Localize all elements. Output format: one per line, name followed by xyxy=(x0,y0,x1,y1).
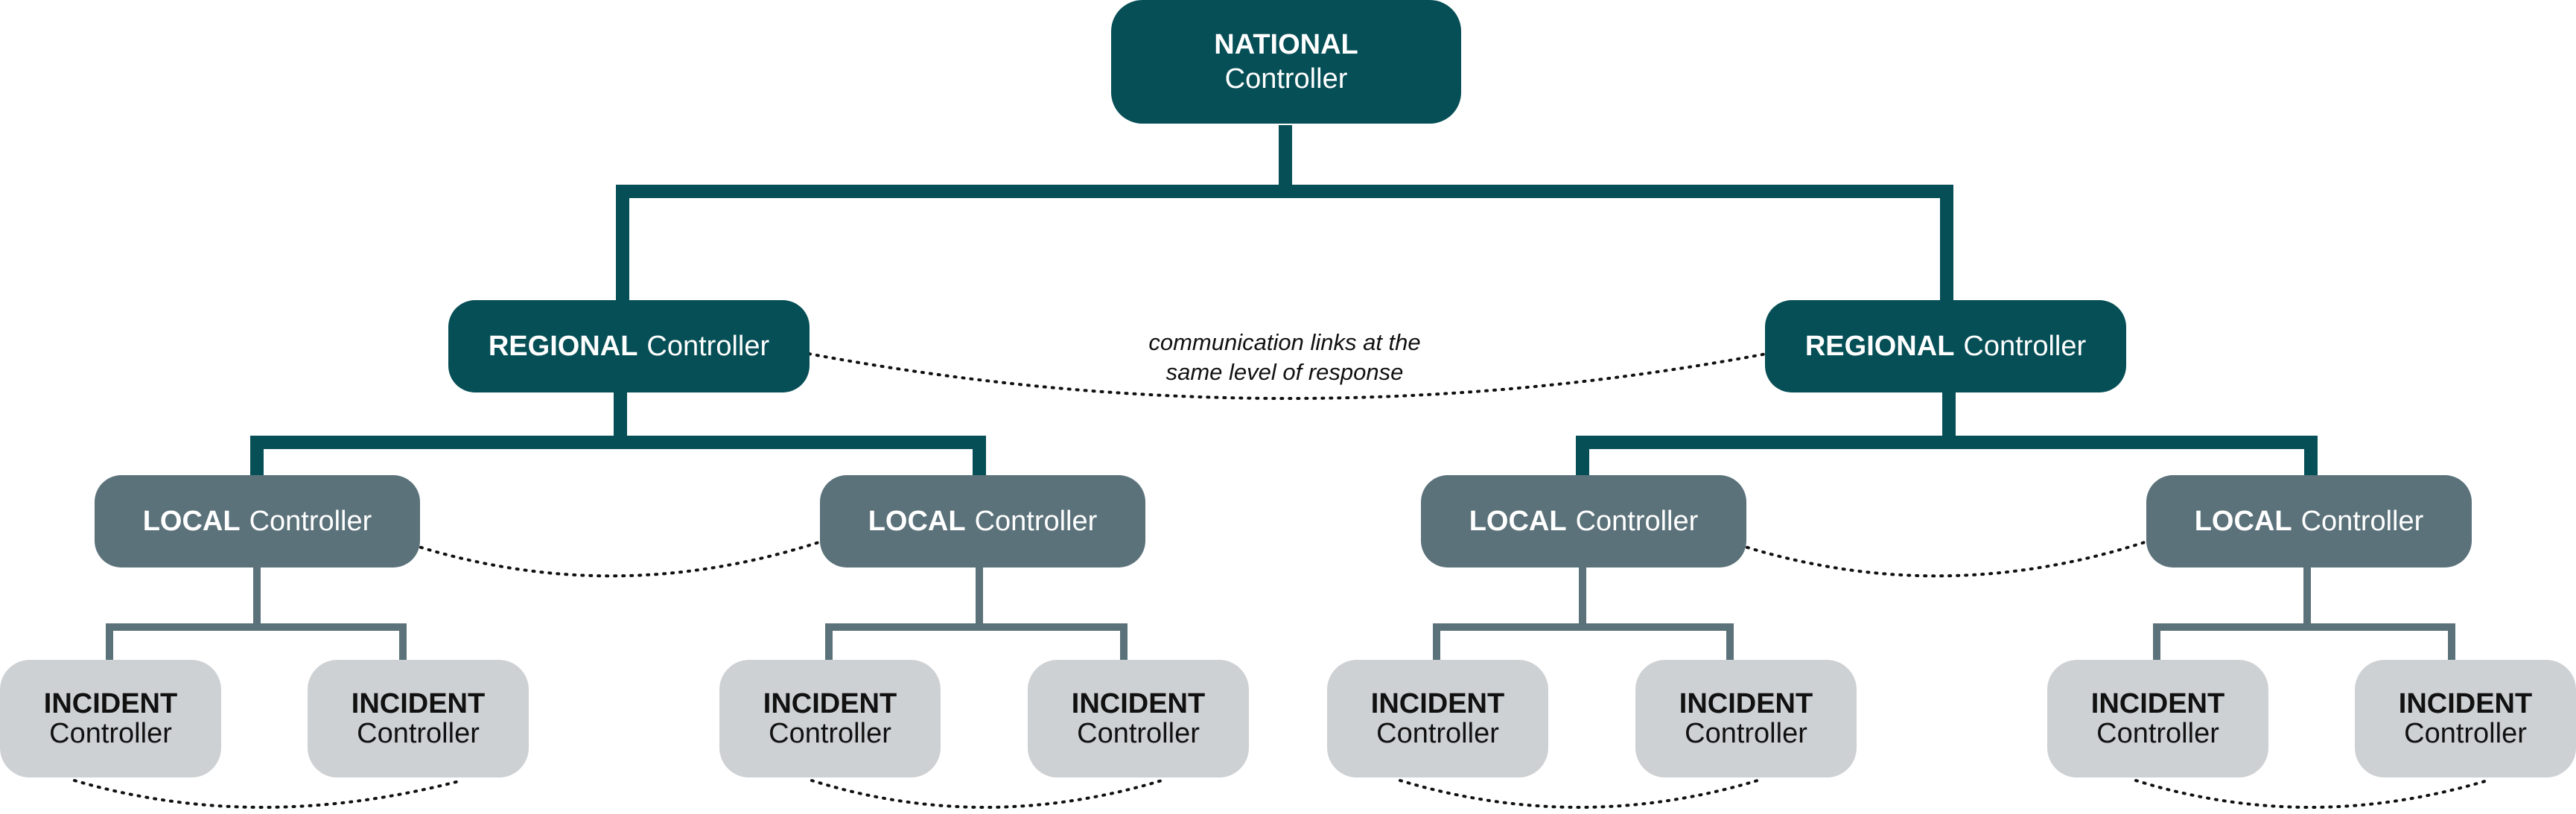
incident-comm-link-1 xyxy=(73,779,463,809)
node-role: Controller xyxy=(646,330,770,362)
incident-comm-link-3 xyxy=(1399,779,1759,809)
local-incident-connectors xyxy=(106,566,2455,661)
annotation-line-2: same level of response xyxy=(1165,359,1404,385)
incident-controller-node-6: INCIDENT Controller xyxy=(1635,660,1857,778)
incident-controller-node-2: INCIDENT Controller xyxy=(308,660,529,778)
incident-controller-node-8: INCIDENT Controller xyxy=(2355,660,2576,778)
local-controller-node-4: LOCAL Controller xyxy=(2146,475,2472,567)
node-role: Controller xyxy=(357,718,480,749)
node-level: REGIONAL xyxy=(1804,330,1955,362)
node-role: Controller xyxy=(1376,718,1499,749)
local-comm-link-right xyxy=(1746,541,2146,578)
node-role: Controller xyxy=(1077,718,1200,749)
node-level: INCIDENT xyxy=(1370,688,1505,719)
national-regional-connectors xyxy=(616,125,1953,302)
node-role: Controller xyxy=(974,505,1098,537)
communication-links xyxy=(73,352,2489,809)
node-level: INCIDENT xyxy=(2398,688,2533,719)
node-level: REGIONAL xyxy=(488,330,638,362)
node-level: INCIDENT xyxy=(1071,688,1206,719)
node-level: NATIONAL xyxy=(1214,29,1358,60)
node-role: Controller xyxy=(49,718,172,749)
national-controller-node: NATIONAL Controller xyxy=(1111,0,1461,124)
regional-comm-link xyxy=(807,352,1768,400)
node-role: Controller xyxy=(249,505,372,537)
node-role: Controller xyxy=(1963,330,2087,362)
communication-links-annotation: communication links at the same level of… xyxy=(1102,328,1467,387)
local-controller-node-3: LOCAL Controller xyxy=(1421,475,1746,567)
node-level: INCIDENT xyxy=(1679,688,1813,719)
node-level: LOCAL xyxy=(142,505,241,537)
regional-controller-node-right: REGIONAL Controller xyxy=(1765,300,2126,392)
incident-comm-link-4 xyxy=(2134,779,2489,809)
node-level: LOCAL xyxy=(868,505,966,537)
node-level: INCIDENT xyxy=(763,688,897,719)
local-controller-node-1: LOCAL Controller xyxy=(95,475,420,567)
node-level: INCIDENT xyxy=(43,688,178,719)
incident-controller-node-5: INCIDENT Controller xyxy=(1327,660,1548,778)
node-level: LOCAL xyxy=(2194,505,2292,537)
node-role: Controller xyxy=(2096,718,2219,749)
node-role: Controller xyxy=(1685,718,1807,749)
node-role: Controller xyxy=(1575,505,1699,537)
incident-controller-node-1: INCIDENT Controller xyxy=(0,660,221,778)
incident-controller-node-4: INCIDENT Controller xyxy=(1028,660,1249,778)
incident-controller-node-3: INCIDENT Controller xyxy=(719,660,941,778)
incident-comm-link-2 xyxy=(810,779,1163,809)
local-comm-link-left xyxy=(419,541,821,578)
incident-controller-node-7: INCIDENT Controller xyxy=(2047,660,2268,778)
regional-controller-node-left: REGIONAL Controller xyxy=(448,300,810,392)
node-level: INCIDENT xyxy=(2090,688,2225,719)
local-controller-node-2: LOCAL Controller xyxy=(820,475,1145,567)
node-role: Controller xyxy=(2404,718,2527,749)
annotation-line-1: communication links at the xyxy=(1148,329,1421,355)
node-role: Controller xyxy=(769,718,891,749)
regional-local-connectors xyxy=(250,391,2318,477)
node-role: Controller xyxy=(1224,63,1348,95)
node-role: Controller xyxy=(2300,505,2424,537)
node-level: INCIDENT xyxy=(351,688,486,719)
node-level: LOCAL xyxy=(1469,505,1567,537)
